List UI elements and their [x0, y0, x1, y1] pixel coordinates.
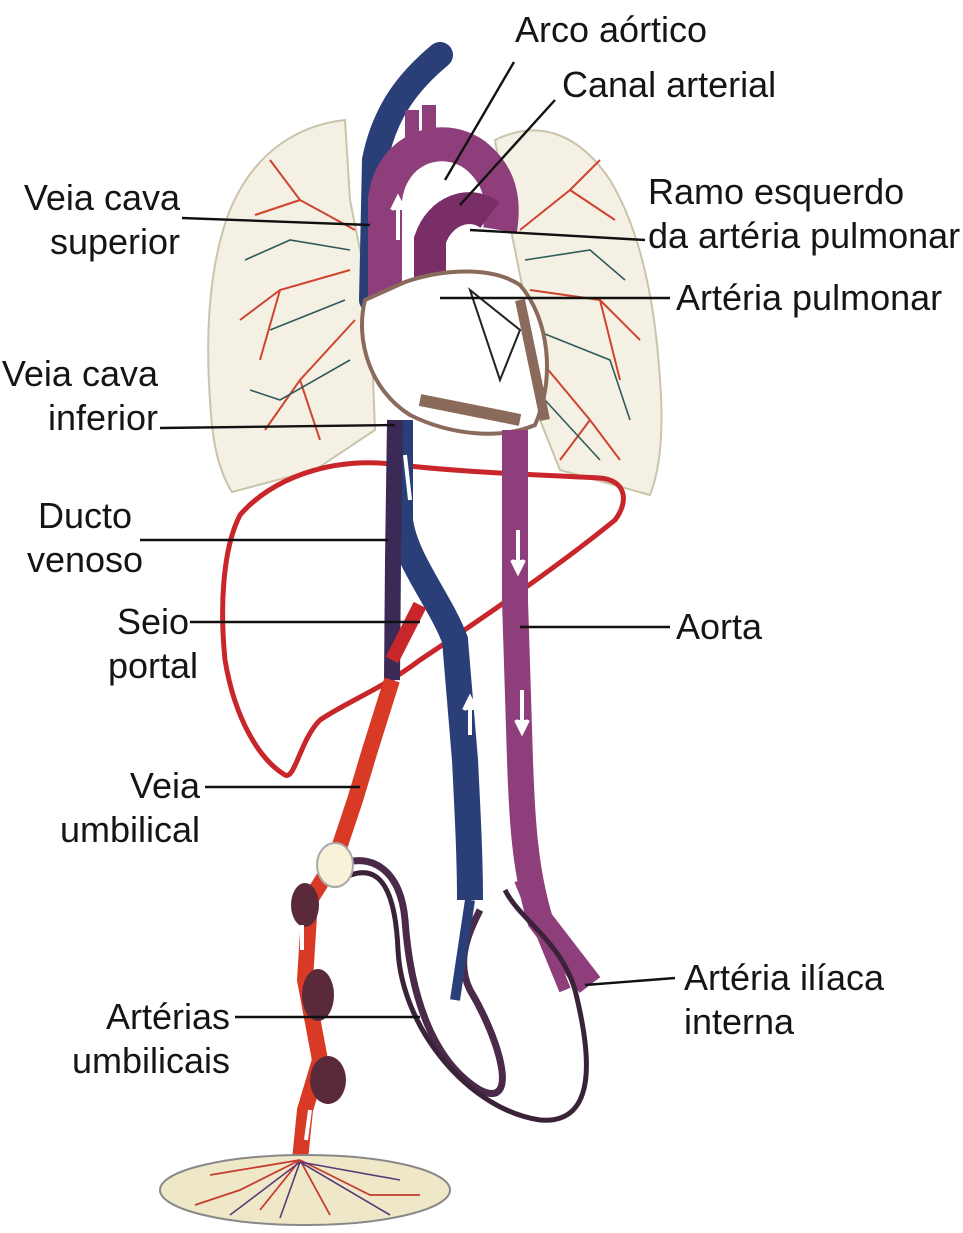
label-aorta: Aorta — [676, 605, 762, 649]
label-arterias-umbilicais: Artérias umbilicais — [40, 995, 230, 1083]
placenta — [160, 1155, 450, 1225]
label-veia-cava-inferior: Veia cava inferior — [0, 352, 158, 440]
label-ducto-venoso: Ducto venoso — [10, 494, 160, 582]
label-veia-cava-superior: Veia cava superior — [20, 176, 180, 264]
label-veia-umbilical: Veia umbilical — [40, 764, 200, 852]
label-arteria-pulmonar: Artéria pulmonar — [676, 276, 942, 320]
label-ramo-esquerdo: Ramo esquerdo da artéria pulmonar — [648, 170, 960, 258]
label-canal-arterial: Canal arterial — [562, 63, 776, 107]
cord-segments — [291, 883, 346, 1104]
label-seio-portal: Seio portal — [78, 600, 228, 688]
label-arteria-iliaca-interna: Artéria ilíaca interna — [684, 956, 884, 1044]
label-arco-aortico: Arco aórtico — [515, 8, 707, 52]
liver-outline — [223, 463, 624, 776]
right-lung — [208, 120, 375, 492]
